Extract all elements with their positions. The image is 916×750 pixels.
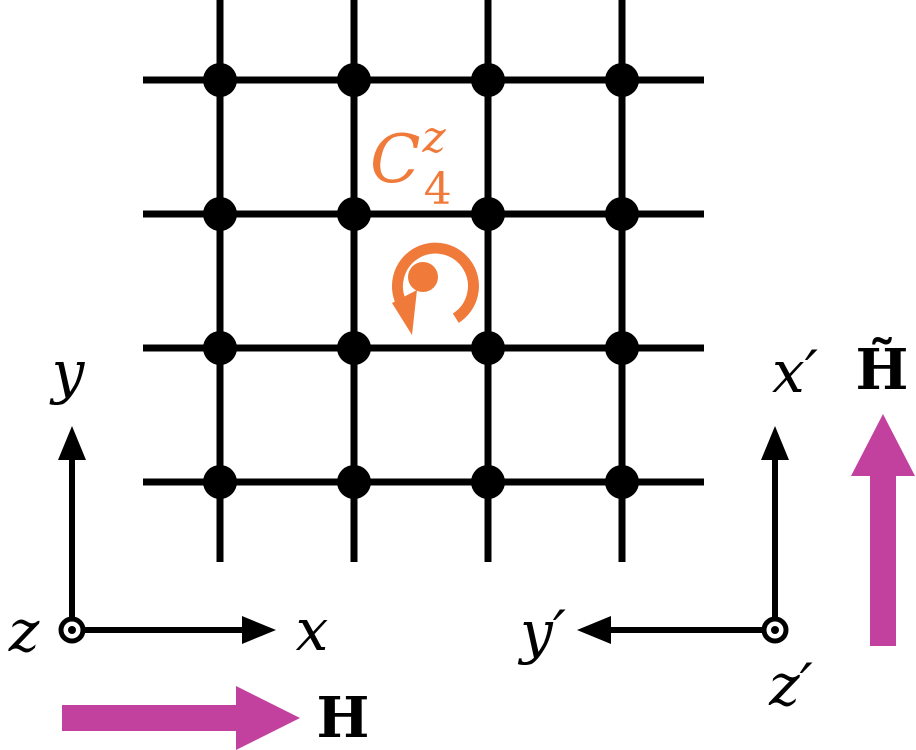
- lattice-site: [203, 197, 237, 231]
- field-h-arrow-shaft: [62, 705, 242, 731]
- c4-superscript: z: [422, 112, 447, 163]
- field-h: H: [62, 685, 369, 750]
- left-y-arrowhead: [58, 426, 86, 460]
- left-y-label: y: [49, 338, 86, 406]
- lattice-site: [337, 63, 371, 97]
- lattice-site: [203, 331, 237, 365]
- lattice-site: [471, 63, 505, 97]
- lattice-site: [337, 197, 371, 231]
- left-x-label: x: [296, 596, 329, 664]
- lattice-site: [471, 331, 505, 365]
- left-z-out-of-page-icon: [58, 616, 86, 644]
- right-z-prime-out-of-page-icon: [761, 616, 789, 644]
- right-x-prime-label: x′: [772, 338, 818, 406]
- left-x-arrowhead: [242, 616, 276, 644]
- field-h-tilde: H̃: [851, 337, 915, 646]
- field-h-tilde-arrow-shaft: [870, 470, 896, 646]
- lattice-site: [337, 331, 371, 365]
- lattice-site: [605, 197, 639, 231]
- lattice-site: [471, 465, 505, 499]
- field-h-tilde-label: H̃: [856, 337, 909, 403]
- c4-base: C: [370, 121, 421, 198]
- right-y-prime-arrowhead: [577, 616, 611, 644]
- right-z-prime-label: z′: [768, 651, 813, 719]
- lattice-site: [605, 63, 639, 97]
- left-axes: y x z: [8, 338, 329, 665]
- right-y-prime-label: y′: [517, 598, 566, 666]
- lattice-site: [471, 197, 505, 231]
- field-h-arrowhead: [236, 686, 300, 750]
- field-h-label: H: [317, 685, 370, 750]
- lattice-site: [605, 331, 639, 365]
- square-lattice: [143, 0, 704, 562]
- left-z-label: z: [8, 597, 40, 665]
- rotation-arrow-icon: [391, 242, 479, 335]
- lattice-site: [203, 63, 237, 97]
- right-x-prime-arrowhead: [761, 426, 789, 460]
- c4-subscript: 4: [424, 164, 452, 215]
- lattice-site: [337, 465, 371, 499]
- right-axes: x′ y′ z′: [517, 338, 818, 719]
- lattice-site: [203, 465, 237, 499]
- field-h-tilde-arrowhead: [851, 414, 915, 476]
- lattice-site: [605, 465, 639, 499]
